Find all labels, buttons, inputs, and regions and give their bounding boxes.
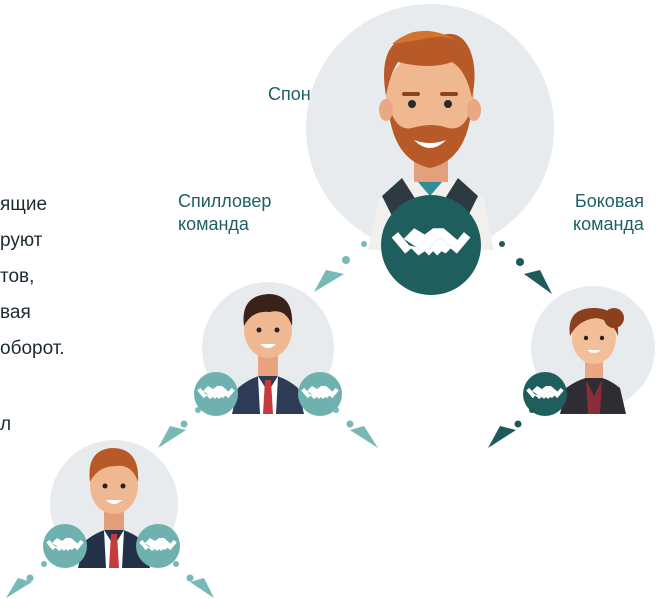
arrow-spillover-left (158, 407, 201, 448)
downline-node (43, 440, 180, 568)
side-label: Боковая команда (573, 190, 644, 236)
paragraph-line: л (0, 414, 12, 435)
spillover-label: Спилловер команда (178, 190, 271, 236)
paragraph-line: вая (0, 302, 31, 323)
paragraph-line: оборот. (0, 338, 65, 359)
paragraph-line: тов, (0, 266, 35, 287)
arrow-to-side (499, 241, 552, 294)
paragraph-line: ящие (0, 194, 48, 215)
arrow-spillover-right (333, 407, 378, 448)
sponsor-face (386, 50, 474, 150)
side-node (523, 286, 655, 416)
arrow-side-left (488, 407, 535, 448)
arrow-to-spillover (314, 241, 367, 292)
arrow-downline-left (6, 561, 47, 598)
spillover-label-line1: Спилловер (178, 191, 272, 211)
paragraph-line: руют (0, 230, 43, 251)
arrow-downline-right (173, 561, 214, 598)
spillover-label-line2: команда (178, 214, 249, 234)
sponsor-node (306, 4, 554, 295)
side-label-line1: Боковая (574, 191, 644, 211)
spillover-node (194, 282, 342, 416)
side-label-line2: команда (573, 214, 644, 234)
